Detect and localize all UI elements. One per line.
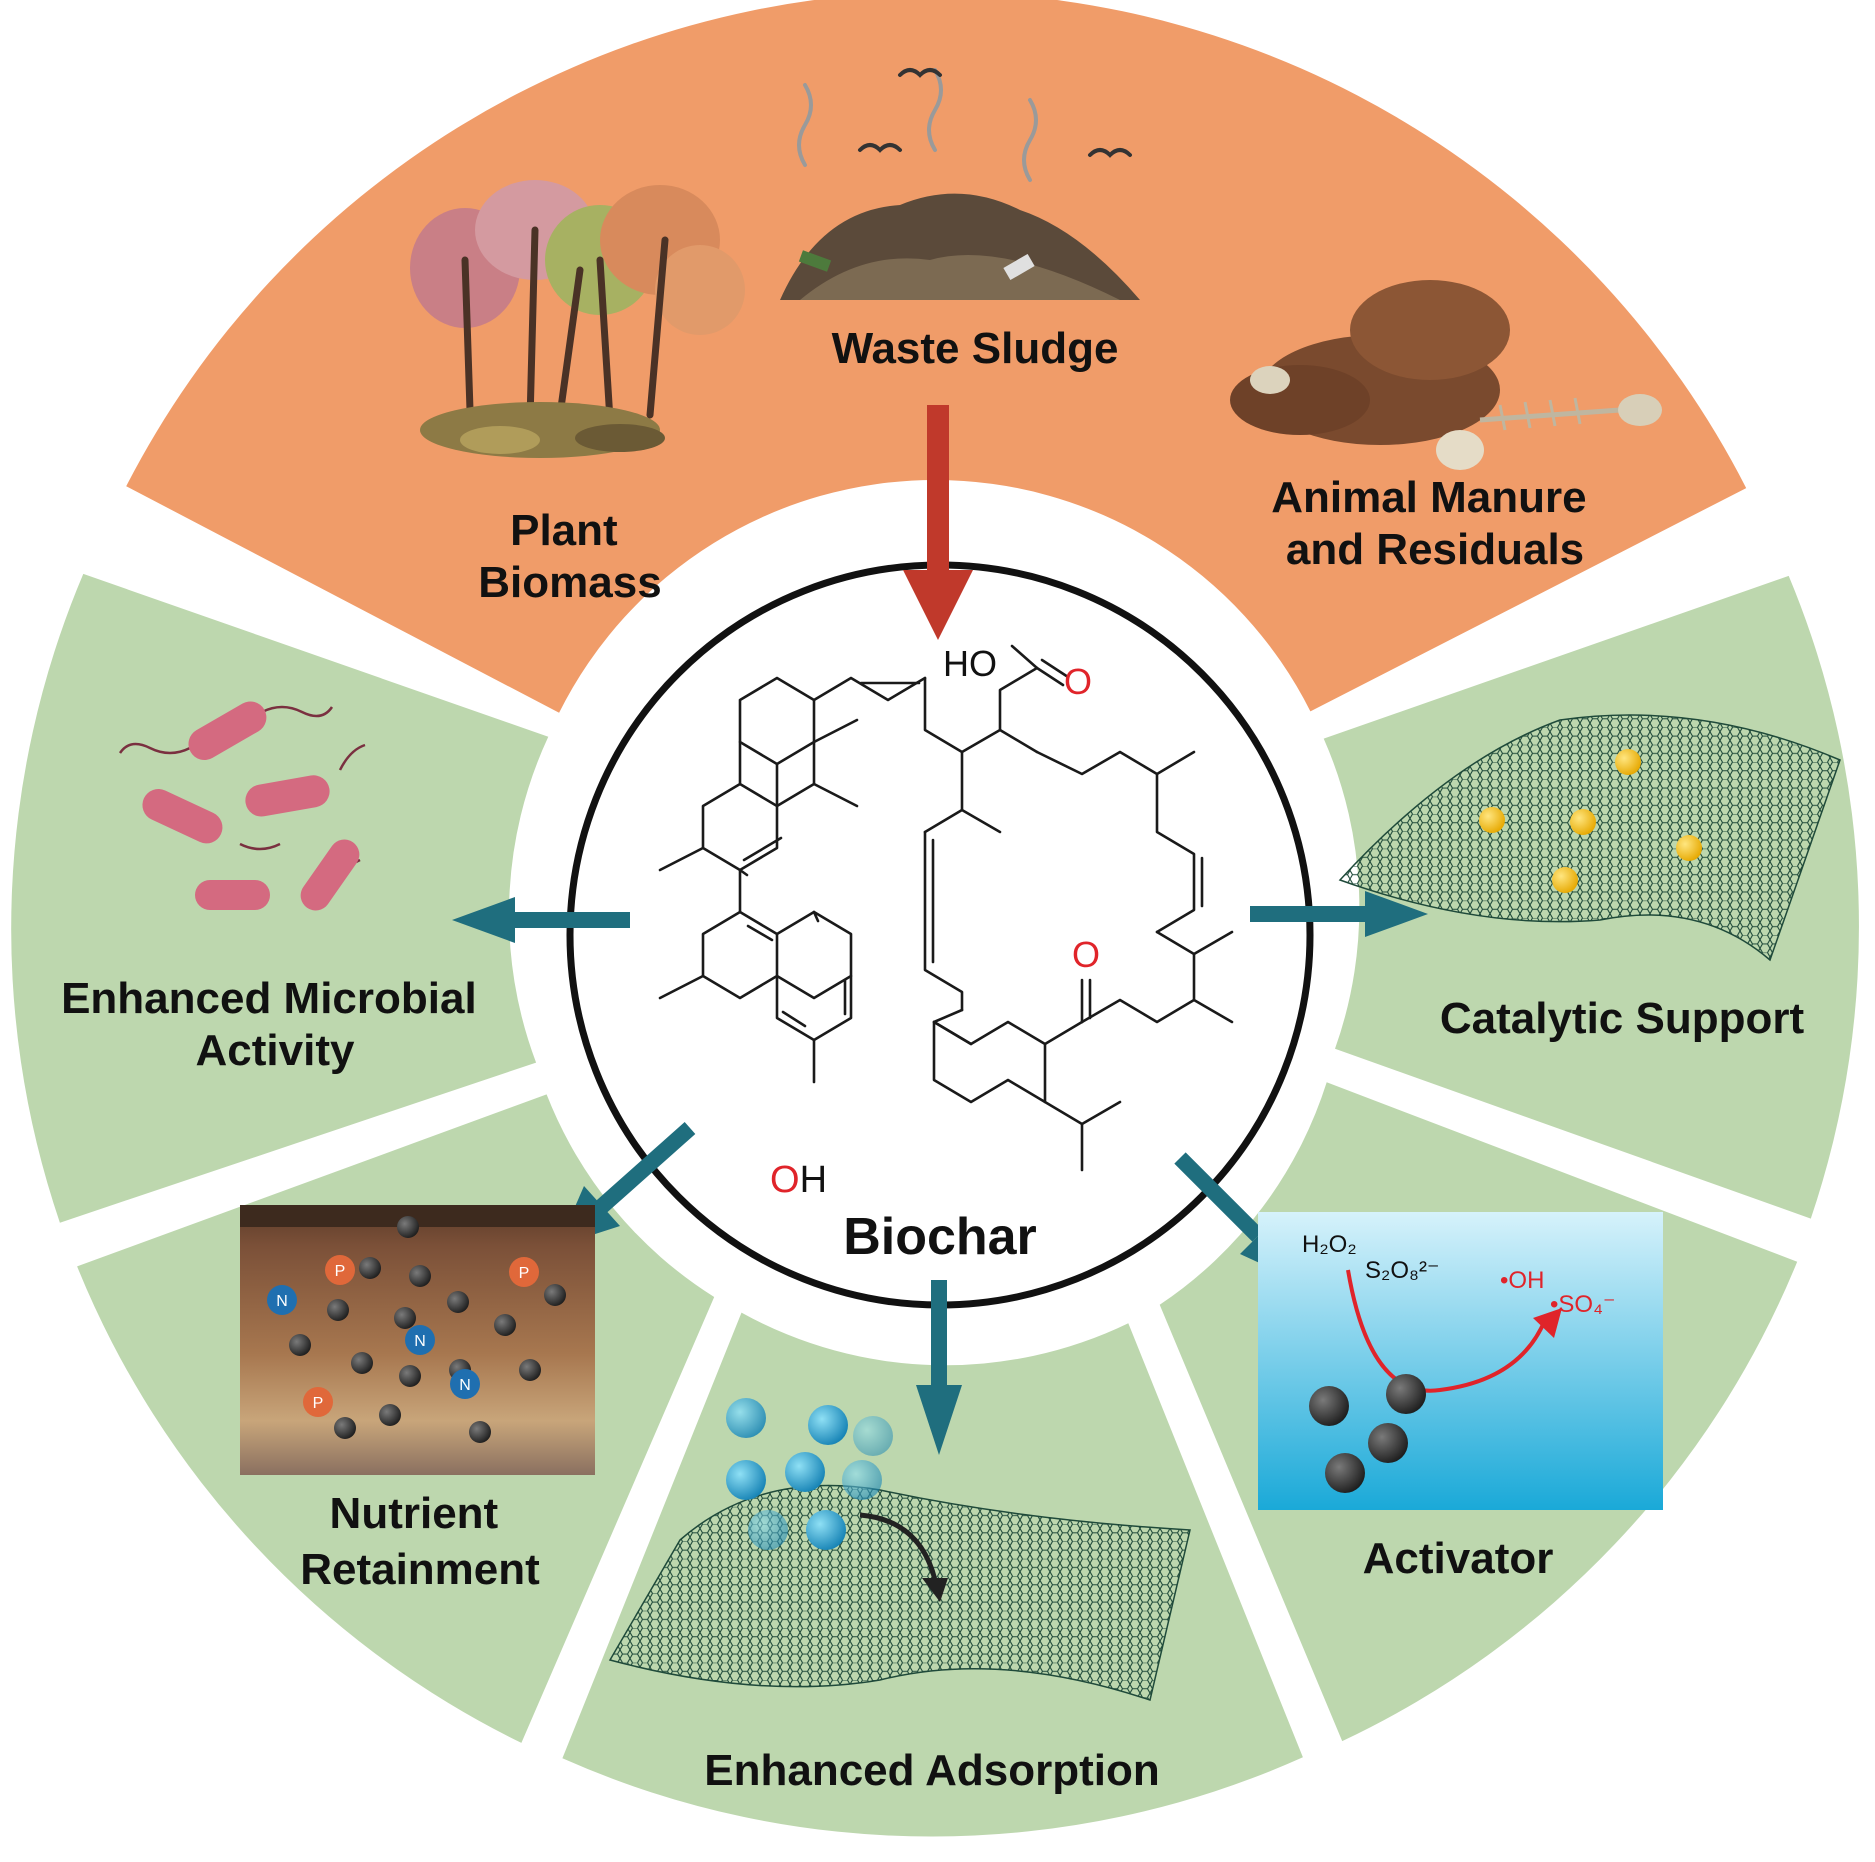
sector-microbial	[11, 573, 549, 1223]
atom-o-ketone: O	[1072, 934, 1100, 975]
adsorption-illustration	[608, 1398, 1191, 1701]
label-catalytic: Catalytic Support	[1440, 994, 1805, 1043]
atom-oh: OH	[770, 1159, 827, 1201]
label-plant-biomass: Plant Biomass	[478, 506, 661, 607]
arrow-to-catalytic	[1250, 891, 1428, 937]
biochar-center: HO O O OH Biochar	[566, 561, 1314, 1309]
source-sector-shape	[126, 0, 1747, 713]
waste-sludge-illustration	[780, 68, 1140, 300]
graphene-sheet	[1338, 714, 1841, 962]
arrow-sludge-to-biochar	[903, 405, 973, 640]
arrow-to-microbial	[452, 897, 630, 943]
radical-oh: •OH	[1500, 1267, 1544, 1294]
catalytic-sheet-illustration	[1338, 714, 1841, 962]
label-nutrient: Nutrient Retainment	[300, 1489, 540, 1594]
label-activator: Activator	[1363, 1534, 1554, 1583]
label-animal-manure: Animal Manure and Residuals	[1271, 473, 1599, 574]
nutrient-n-3: N	[459, 1377, 471, 1394]
biochar-molecule: HO O O OH	[658, 643, 1234, 1201]
atom-ho: HO	[943, 643, 997, 684]
nutrient-n-2: N	[414, 1333, 426, 1350]
radical-so4: •SO₄⁻	[1550, 1291, 1616, 1318]
center-title: Biochar	[843, 1208, 1037, 1266]
nutrient-p-1: P	[335, 1263, 346, 1280]
water-panel	[1258, 1212, 1663, 1510]
bacteria-illustration	[118, 701, 366, 911]
activator-illustration: H₂O₂ S₂O₈²⁻ •OH •SO₄⁻	[1258, 1212, 1663, 1510]
oxidant-s2o8: S₂O₈²⁻	[1365, 1257, 1440, 1284]
nutrient-p-3: P	[313, 1395, 324, 1412]
atom-o-carboxyl: O	[1064, 661, 1092, 702]
label-waste-sludge: Waste Sludge	[832, 324, 1119, 373]
animal-manure-illustration	[1230, 280, 1662, 470]
plant-biomass-illustration	[410, 180, 745, 458]
nutrient-n-1: N	[276, 1293, 288, 1310]
oxidant-h2o2: H₂O₂	[1302, 1231, 1357, 1258]
center-circle	[566, 561, 1314, 1309]
source-sector	[126, 0, 1747, 713]
arrow-to-adsorption	[916, 1280, 962, 1455]
soil-illustration: P P P N N N	[240, 1205, 595, 1475]
label-adsorption: Enhanced Adsorption	[704, 1746, 1160, 1795]
nutrient-p-2: P	[519, 1265, 530, 1282]
label-microbial: Enhanced Microbial Activity	[61, 974, 489, 1075]
